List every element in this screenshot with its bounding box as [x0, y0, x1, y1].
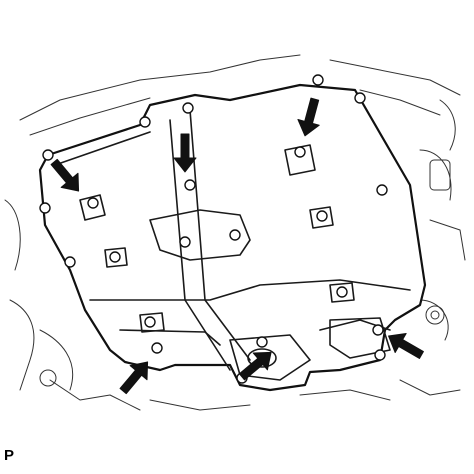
callout-arrow-icon — [388, 332, 424, 359]
bolt-icon — [374, 349, 386, 361]
bolt-icon — [109, 251, 121, 263]
callout-arrow-icon — [238, 351, 272, 381]
bolt-icon — [179, 236, 191, 248]
bolt-icon — [144, 316, 156, 328]
bolt-icon — [256, 336, 268, 348]
bolt-icon — [354, 92, 366, 104]
bolt-icon — [316, 210, 328, 222]
bolt-icon — [376, 184, 388, 196]
background-chassis — [4, 54, 466, 411]
callout-arrows — [50, 97, 424, 395]
bolt-icon — [64, 256, 76, 268]
bolt-icon — [87, 197, 99, 209]
callout-arrow-icon — [173, 133, 197, 173]
bolt-icon — [39, 202, 51, 214]
cover-pads — [79, 144, 391, 381]
bolt-icon — [184, 179, 196, 191]
callout-arrow-icon — [297, 97, 320, 137]
bolt-icon — [139, 116, 151, 128]
callout-arrow-icon — [119, 361, 149, 395]
bolt-icon — [151, 342, 163, 354]
figure-corner-label: P — [4, 447, 15, 464]
bolt-icon — [312, 74, 324, 86]
bolt-icon — [294, 146, 306, 158]
callout-arrow-icon — [50, 158, 80, 192]
bolt-icon — [372, 324, 384, 336]
bolt-icon — [229, 229, 241, 241]
bolt-icon — [42, 149, 54, 161]
bolt-icon — [182, 102, 194, 114]
bolt-icon — [336, 286, 348, 298]
